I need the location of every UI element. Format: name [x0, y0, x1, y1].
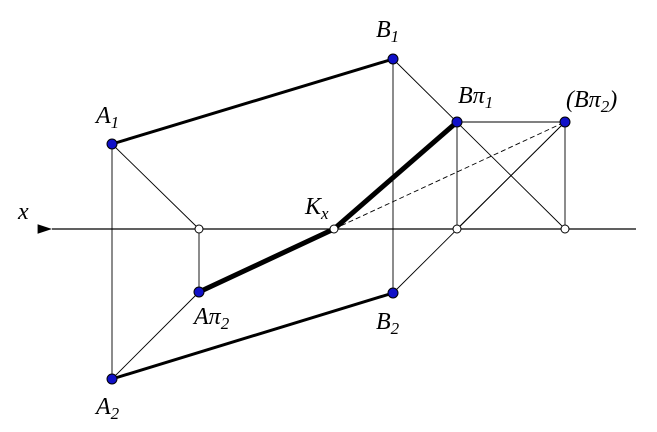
point-b-pi1	[451, 116, 463, 128]
label-b2: B2	[376, 309, 399, 337]
point-a1	[106, 138, 118, 150]
segment-a1-b1	[110, 57, 395, 146]
label-b-pi2: (Bπ2)	[566, 87, 618, 115]
label-b1-sub: 1	[390, 27, 400, 46]
label-a-pi2-sub: 2	[220, 314, 230, 333]
label-kx: Kx	[305, 194, 329, 222]
label-a-pi2-main: Aπ	[194, 304, 221, 330]
filled-points	[106, 53, 571, 385]
dashed-kx-to-b-pi2	[333, 121, 566, 230]
label-a2-main: A	[96, 394, 111, 420]
label-b-pi2-main: Bπ	[574, 87, 601, 113]
shadow-segments	[196, 119, 460, 295]
point-a-pi2	[193, 286, 205, 298]
point-b2	[387, 287, 399, 299]
label-b-pi2-close: )	[609, 87, 618, 113]
label-kx-sub: x	[321, 204, 329, 223]
main-segments	[110, 57, 395, 381]
axis-point-b-pi2	[560, 224, 570, 234]
segment-a2-b2	[110, 291, 395, 381]
label-a-pi2: Aπ2	[194, 304, 229, 332]
label-b1: B1	[376, 17, 399, 45]
label-b-pi2-open: (	[566, 87, 574, 113]
point-b1	[387, 53, 399, 65]
segment-kx-b-pi1	[331, 119, 460, 232]
label-b-pi1: Bπ1	[458, 83, 493, 111]
axis-point-b-pi1	[452, 224, 462, 234]
axis-point-kx	[329, 224, 339, 234]
label-a2: A2	[96, 394, 119, 422]
point-b-pi2	[559, 116, 571, 128]
point-a2	[106, 373, 118, 385]
axis-label-x-text: x	[18, 199, 29, 225]
construction-lines	[111, 58, 566, 380]
label-b2-main: B	[376, 309, 391, 335]
label-b1-main: B	[376, 17, 391, 43]
label-b-pi2-sub: 2	[600, 97, 610, 116]
label-a1-sub: 1	[110, 113, 120, 132]
b-pi1-to-axis	[456, 121, 566, 230]
label-kx-main: K	[305, 194, 322, 220]
label-a2-sub: 2	[110, 404, 120, 423]
label-a1-main: A	[96, 103, 111, 129]
label-a1: A1	[96, 103, 119, 131]
label-b-pi1-main: Bπ	[458, 83, 485, 109]
label-b-pi1-sub: 1	[484, 93, 494, 112]
a1-to-axis	[111, 143, 200, 230]
a2-to-a-pi2	[111, 291, 200, 380]
axis-label-x: x	[18, 200, 29, 224]
segment-a-pi2-kx	[196, 226, 337, 295]
axis-point-a	[194, 224, 204, 234]
label-b2-sub: 2	[390, 319, 400, 338]
axis-points	[194, 224, 570, 234]
b1-diagonal	[392, 58, 566, 230]
